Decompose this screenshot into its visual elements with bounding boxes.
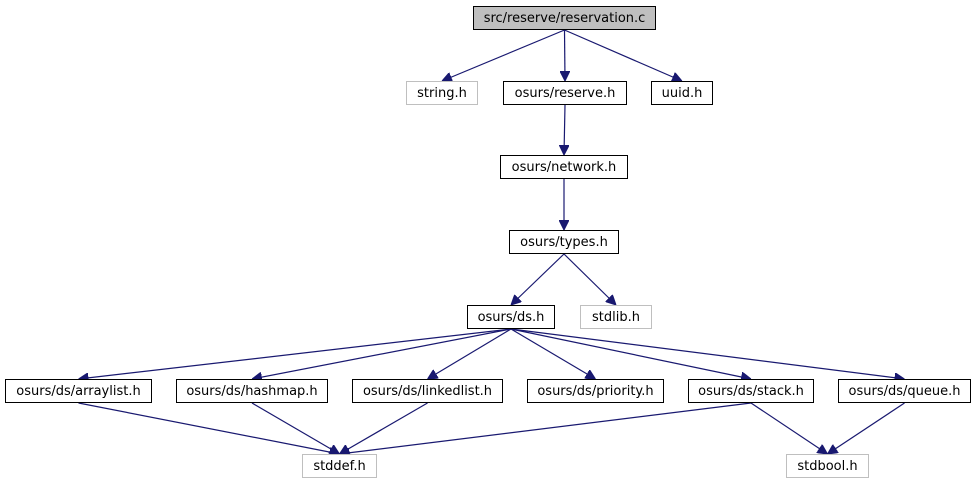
edge-reservation-c-to-string-h	[442, 29, 565, 81]
edge-types-h-to-stdlib-h	[563, 253, 616, 305]
node-src-reserve-reservation-c: src/reserve/reservation.c	[473, 6, 656, 30]
node-stdlib-h: stdlib.h	[580, 305, 652, 329]
edge-ds-h-to-arraylist-h	[79, 328, 512, 379]
edge-ds-h-to-queue-h	[510, 328, 905, 379]
node-osurs-ds-priority-h[interactable]: osurs/ds/priority.h	[527, 379, 664, 403]
edge-arraylist-h-to-stddef-h	[78, 402, 340, 454]
node-osurs-ds-queue-h[interactable]: osurs/ds/queue.h	[838, 379, 971, 403]
edge-ds-h-to-priority-h	[510, 328, 596, 379]
edge-ds-h-to-hashmap-h	[252, 328, 512, 379]
edge-linkedlist-h-to-stddef-h	[340, 402, 428, 454]
node-osurs-ds-hashmap-h[interactable]: osurs/ds/hashmap.h	[176, 379, 328, 403]
node-osurs-types-h[interactable]: osurs/types.h	[509, 230, 619, 254]
node-stdbool-h: stdbool.h	[786, 454, 869, 478]
edge-ds-h-to-stack-h	[510, 328, 751, 379]
edge-stack-h-to-stddef-h	[340, 402, 752, 454]
node-string-h: string.h	[406, 81, 478, 105]
edge-reservation-c-to-uuid-h	[564, 29, 683, 81]
node-osurs-ds-h[interactable]: osurs/ds.h	[467, 305, 555, 329]
node-osurs-ds-stack-h[interactable]: osurs/ds/stack.h	[688, 379, 814, 403]
node-osurs-network-h[interactable]: osurs/network.h	[500, 155, 628, 179]
node-osurs-ds-linkedlist-h[interactable]: osurs/ds/linkedlist.h	[352, 379, 503, 403]
node-osurs-ds-arraylist-h[interactable]: osurs/ds/arraylist.h	[5, 379, 152, 403]
edge-hashmap-h-to-stddef-h	[251, 402, 340, 454]
node-osurs-reserve-h[interactable]: osurs/reserve.h	[503, 81, 627, 105]
edge-ds-h-to-linkedlist-h	[428, 328, 512, 379]
edge-queue-h-to-stdbool-h	[828, 402, 905, 454]
edge-types-h-to-ds-h	[511, 253, 565, 305]
node-stddef-h: stddef.h	[302, 454, 377, 478]
edge-reserve-h-to-network-h	[564, 104, 565, 155]
node-uuid-h[interactable]: uuid.h	[651, 81, 713, 105]
dependency-edges	[78, 29, 905, 454]
edge-stack-h-to-stdbool-h	[750, 402, 828, 454]
edge-reservation-c-to-reserve-h	[565, 29, 566, 81]
